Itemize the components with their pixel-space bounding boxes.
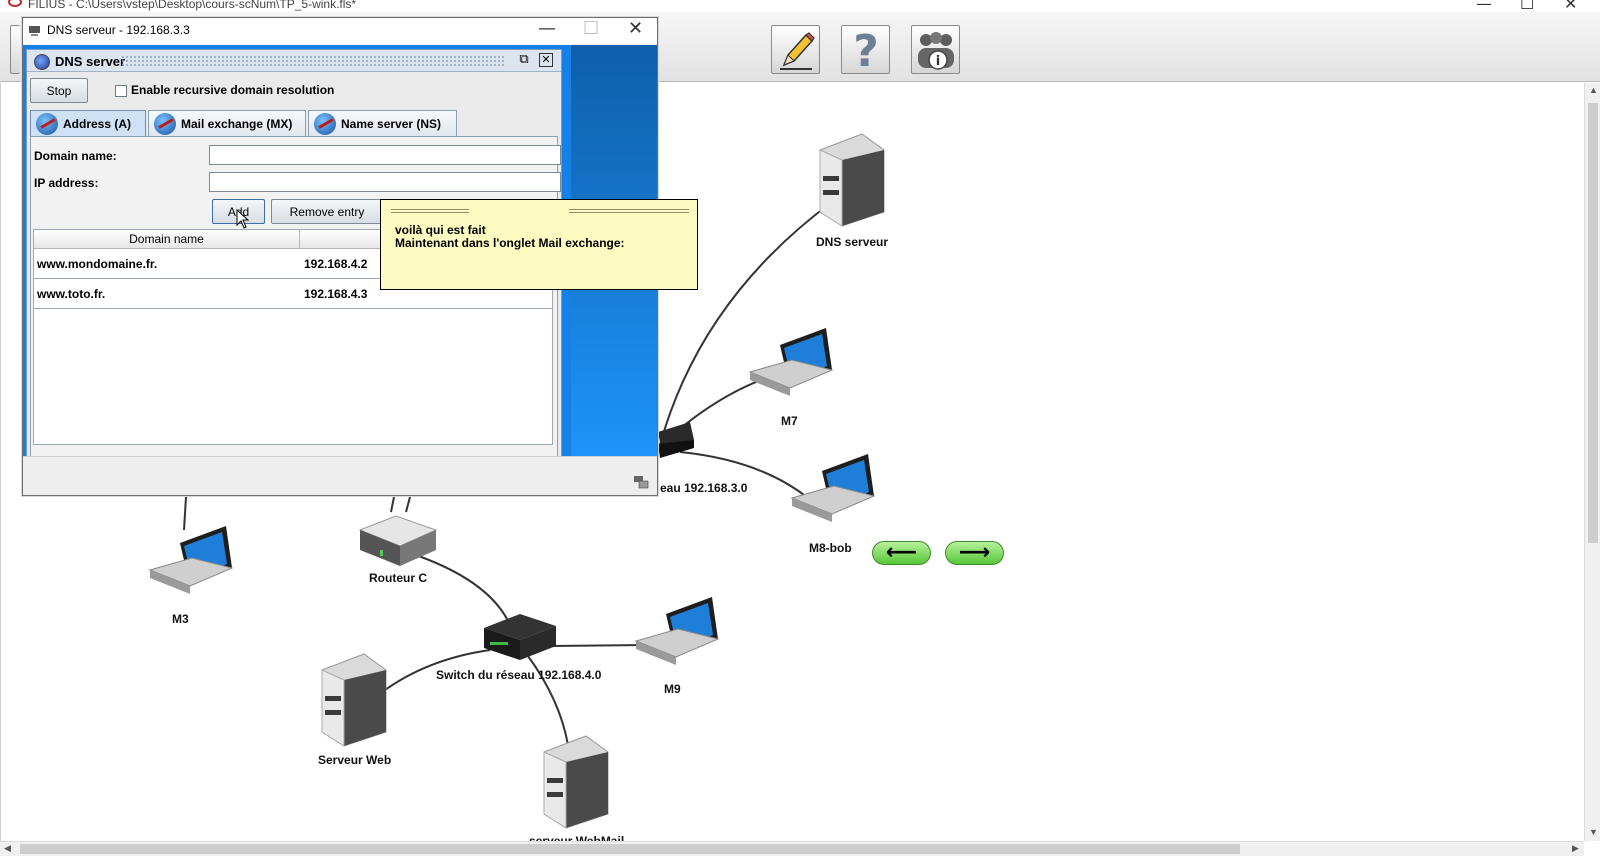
laptop-icon[interactable] (634, 597, 720, 665)
cable-m8[interactable] (679, 451, 809, 499)
switch-icon[interactable] (658, 422, 694, 458)
internal-frame-titlebar[interactable]: DNS server ⧉ ✕ (27, 50, 561, 72)
laptop-icon[interactable] (148, 526, 234, 594)
note-decoration-right (569, 209, 689, 213)
cable-router-up[interactable] (390, 496, 411, 513)
laptop-icon[interactable] (790, 454, 876, 522)
tab-label: Name server (NS) (341, 117, 442, 131)
dialog-minimize-button[interactable]: — (538, 18, 556, 39)
node-label-m8-bob: M8-bob (809, 541, 852, 555)
recursive-checkbox[interactable] (115, 85, 127, 97)
scroll-down-icon[interactable]: ▼ (1589, 827, 1598, 837)
cable-m3[interactable] (183, 496, 187, 531)
tutorial-note: voilà qui est fait Maintenant dans l'ong… (380, 199, 698, 290)
domain-name-input[interactable] (209, 145, 561, 165)
server-icon[interactable] (321, 653, 387, 747)
node-label-switch-192-168-3-0: eau 192.168.3.0 (660, 481, 748, 495)
globe-icon (36, 113, 58, 135)
note-decoration-left (391, 209, 469, 213)
network-diagram (148, 133, 885, 829)
maximize-button[interactable]: ☐ (1520, 0, 1535, 13)
detach-icon[interactable]: ⧉ (519, 51, 529, 66)
toolbar-left-edge (10, 25, 20, 74)
ip-address-input[interactable] (209, 172, 561, 192)
server-icon[interactable] (819, 133, 885, 227)
scroll-up-icon[interactable]: ▲ (1589, 85, 1598, 95)
dialog-close-button[interactable]: ✕ (628, 18, 644, 39)
ip-address-label: IP address: (34, 176, 99, 190)
remove-entry-button[interactable]: Remove entry (271, 199, 383, 224)
tab-label: Mail exchange (MX) (181, 117, 293, 131)
table-cell-ip: 192.168.4.2 (304, 256, 368, 271)
node-label-m3: M3 (172, 612, 189, 626)
node-label-switch-192-168-4-0: Switch du réseau 192.168.4.0 (436, 668, 602, 682)
dialog-title: DNS serveur - 192.168.3.3 (47, 23, 190, 37)
address-tab-panel: Domain name: IP address: Add Remove entr… (30, 136, 561, 470)
scroll-left-icon[interactable]: ◀ (4, 843, 11, 853)
close-button[interactable]: ✕ (1564, 0, 1578, 13)
dialog-titlebar[interactable]: DNS serveur - 192.168.3.3 — ☐ ✕ (23, 18, 657, 44)
table-cell-domain: www.toto.fr. (37, 286, 106, 301)
stop-button[interactable]: Stop (30, 78, 88, 103)
horizontal-scrollbar[interactable]: ◀ ▶ (0, 841, 1584, 856)
domain-name-label: Domain name: (34, 149, 117, 163)
titlebar-grip (121, 55, 505, 67)
vertical-scrollbar[interactable]: ▲ ▼ (1584, 83, 1600, 841)
resize-grip-icon[interactable] (633, 475, 649, 489)
internal-close-icon[interactable]: ✕ (539, 53, 553, 67)
computer-icon (29, 26, 40, 36)
node-label-serveur-web: Serveur Web (318, 753, 392, 767)
note-line-2: Maintenant dans l'onglet Mail exchange: (395, 236, 625, 250)
mouse-cursor-icon (236, 209, 250, 229)
table-cell-ip: 192.168.4.3 (304, 286, 368, 301)
tab-mail-exchange[interactable]: Mail exchange (MX) (148, 110, 306, 137)
table-row[interactable]: www.mondomaine.fr. 192.168.4.2 (34, 249, 552, 279)
node-label-m9: M9 (664, 682, 681, 696)
switch-icon[interactable] (484, 614, 556, 660)
recursive-label: Enable recursive domain resolution (131, 83, 335, 97)
help-button[interactable]: ? (841, 25, 890, 74)
router-icon[interactable] (358, 515, 438, 566)
app-title: FILIUS - C:\Users\vstep\Desktop\cours-sc… (28, 0, 357, 11)
tab-name-server[interactable]: Name server (NS) (308, 110, 457, 137)
info-button[interactable]: i (911, 25, 960, 74)
server-icon[interactable] (543, 735, 609, 829)
cable-m9[interactable] (549, 644, 651, 647)
internal-frame-title: DNS server (55, 54, 126, 69)
laptop-icon[interactable] (748, 328, 834, 396)
tab-label: Address (A) (63, 117, 132, 131)
globe-icon (314, 113, 336, 135)
filius-logo-icon (8, 0, 22, 7)
table-row[interactable]: www.toto.fr. 192.168.4.3 (34, 279, 552, 309)
svg-text:i: i (935, 54, 939, 69)
cable-dns[interactable] (659, 201, 833, 446)
app-titlebar: FILIUS - C:\Users\vstep\Desktop\cours-sc… (0, 0, 1600, 13)
pencil-icon (779, 31, 815, 70)
column-header-domain[interactable]: Domain name (34, 230, 300, 249)
users-info-icon: i (917, 31, 954, 70)
cable-webmail[interactable] (527, 655, 569, 746)
svg-text:?: ? (853, 28, 879, 72)
node-label-routeur-c: Routeur C (369, 571, 427, 585)
vertical-scroll-thumb[interactable] (1588, 103, 1598, 543)
next-button[interactable]: ⟶ (945, 541, 1004, 565)
node-label-dns-serveur: DNS serveur (816, 235, 889, 249)
dialog-status-bar (23, 456, 657, 495)
table-cell-domain: www.mondomaine.fr. (37, 256, 158, 271)
cable-router-switch[interactable] (409, 552, 511, 626)
note-text: voilà qui est fait Maintenant dans l'ong… (395, 224, 625, 250)
scroll-right-icon[interactable]: ▶ (1572, 843, 1579, 853)
globe-icon (34, 54, 50, 70)
tab-address-a[interactable]: Address (A) (30, 110, 146, 137)
design-mode-button[interactable] (771, 25, 820, 74)
horizontal-scroll-thumb[interactable] (20, 844, 1240, 854)
question-icon: ? (853, 28, 879, 72)
dialog-maximize-button[interactable]: ☐ (583, 18, 600, 39)
globe-icon (154, 113, 176, 135)
minimize-button[interactable]: — (1476, 0, 1492, 13)
note-line-1: voilà qui est fait (395, 223, 486, 237)
previous-button[interactable]: ⟵ (872, 541, 931, 565)
node-label-m7: M7 (781, 414, 798, 428)
